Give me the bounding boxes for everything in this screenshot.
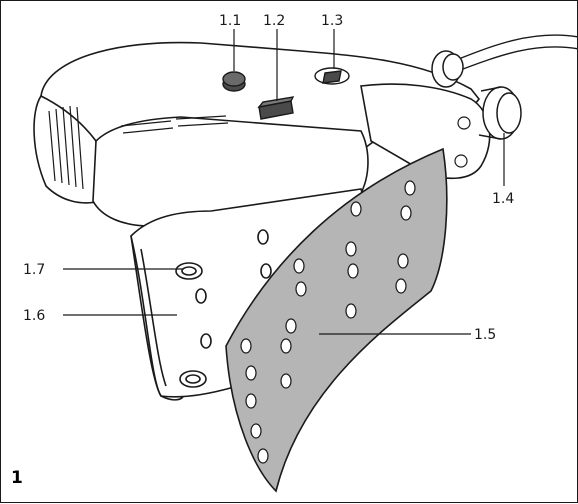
lock-switch <box>314 67 350 85</box>
callout-1-4: 1.4 <box>492 191 514 207</box>
on-off-switch-knob <box>222 71 246 92</box>
callout-1-6: 1.6 <box>23 308 45 324</box>
figure-number: 1 <box>11 468 23 488</box>
vent-slits <box>48 105 229 190</box>
speed-slider <box>257 96 295 120</box>
dust-extraction-connector <box>431 50 522 140</box>
callout-1-7: 1.7 <box>23 262 45 278</box>
abrasive-sheet <box>225 147 448 493</box>
callout-1-1: 1.1 <box>219 13 241 29</box>
callout-1-2: 1.2 <box>263 13 285 29</box>
callout-leaders <box>63 29 505 335</box>
motor-vent-housing <box>33 94 102 204</box>
front-screws <box>454 116 471 168</box>
callout-1-5: 1.5 <box>474 327 496 343</box>
callout-1-3: 1.3 <box>321 13 343 29</box>
